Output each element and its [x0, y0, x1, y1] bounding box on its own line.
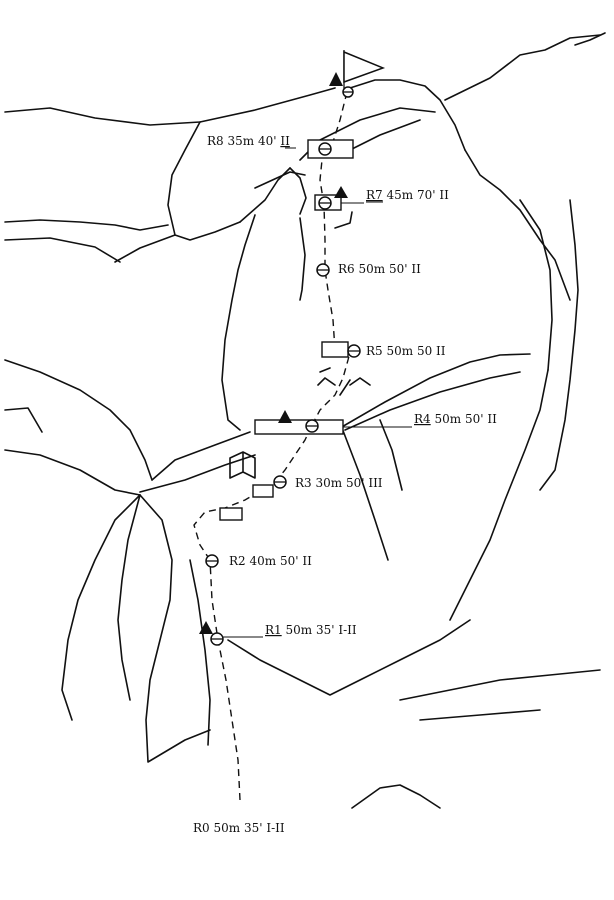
label-r4: R4 50m 50' II — [414, 412, 497, 426]
ledge-box-r3 — [252, 484, 274, 498]
label-r4-id: R4 — [414, 412, 431, 426]
belay-anchor-icon — [347, 344, 361, 358]
summit-flag-icon — [343, 50, 386, 90]
belay-anchor-icon — [273, 475, 287, 489]
label-r5: R5 50m 50 II — [366, 344, 446, 358]
label-r1: R1 50m 35' I-II — [265, 623, 357, 637]
terrain-marks — [317, 367, 371, 396]
belay-anchor-icon — [210, 632, 224, 646]
bivouac-triangle-icon — [278, 410, 292, 423]
label-r7: R7 45m 70' II — [366, 188, 449, 202]
bivouac-markers — [199, 72, 348, 634]
label-r6: R6 50m 50' II — [338, 262, 421, 276]
leader-lines — [223, 202, 412, 638]
label-r7-id: R7 — [366, 188, 383, 202]
ledge-box-r5 — [321, 341, 349, 358]
belay-anchor-icon — [205, 554, 219, 568]
label-r8: R8 35m 40' II — [207, 134, 290, 148]
label-r8-grade: II — [280, 134, 290, 148]
belay-anchor-icon — [318, 142, 332, 156]
belay-anchors — [205, 86, 361, 646]
label-r3: R3 30m 50' III — [295, 476, 383, 490]
ledge-box-r2 — [219, 507, 243, 521]
bivouac-triangle-icon — [199, 621, 213, 634]
pitch-labels: R8 35m 40' II R7 45m 70' II R6 50m 50' I… — [193, 134, 497, 835]
bivouac-shelter-icon — [229, 451, 256, 479]
belay-anchor-icon — [318, 196, 332, 210]
label-r2: R2 40m 50' II — [229, 554, 312, 568]
label-r0: R0 50m 35' I-II — [193, 821, 285, 835]
bivouac-triangle-icon — [329, 72, 343, 86]
ledge-box-r4 — [254, 419, 344, 435]
label-r1-id: R1 — [265, 623, 282, 637]
belay-anchor-icon — [342, 86, 354, 98]
ledges — [219, 139, 354, 521]
bivouac-triangle-icon — [334, 186, 348, 198]
belay-anchor-icon — [316, 263, 330, 277]
belay-anchor-icon — [305, 419, 319, 433]
